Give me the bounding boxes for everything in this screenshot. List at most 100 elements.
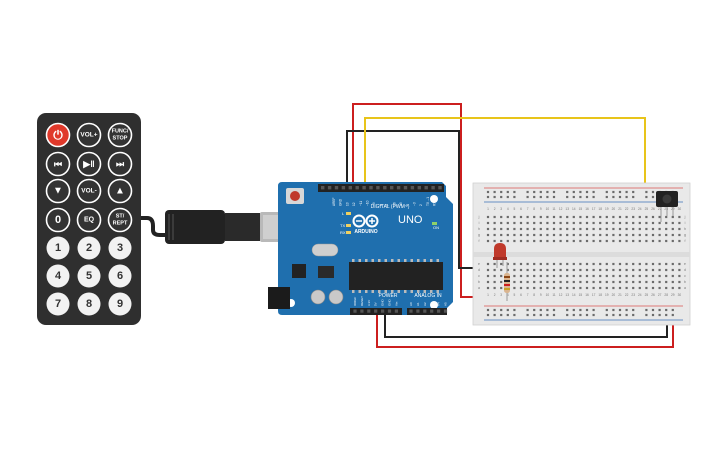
breadboard-hole[interactable] xyxy=(526,195,529,199)
breadboard-hole[interactable] xyxy=(612,286,615,290)
breadboard-hole[interactable] xyxy=(579,313,582,317)
breadboard-hole[interactable] xyxy=(658,280,661,284)
breadboard-hole[interactable] xyxy=(585,190,589,194)
breadboard-hole[interactable] xyxy=(651,308,655,312)
breadboard-hole[interactable] xyxy=(632,190,635,194)
breadboard-hole[interactable] xyxy=(678,233,681,237)
breadboard-hole[interactable] xyxy=(500,308,503,312)
breadboard-hole[interactable] xyxy=(579,227,582,231)
remote-key-digit-6[interactable]: 6 xyxy=(108,264,132,288)
breadboard-hole[interactable] xyxy=(665,262,668,266)
breadboard-hole[interactable] xyxy=(526,313,529,317)
breadboard-hole[interactable] xyxy=(519,274,523,278)
breadboard-hole[interactable] xyxy=(618,239,622,243)
breadboard-hole[interactable] xyxy=(651,274,655,278)
breadboard-hole[interactable] xyxy=(519,286,523,290)
breadboard-hole[interactable] xyxy=(500,195,503,199)
breadboard-hole[interactable] xyxy=(625,195,628,199)
remote-key-vol-down[interactable]: VOL- xyxy=(76,178,102,204)
breadboard-hole[interactable] xyxy=(658,262,661,266)
breadboard-hole[interactable] xyxy=(638,239,641,243)
breadboard-hole[interactable] xyxy=(533,268,536,272)
breadboard-hole[interactable] xyxy=(612,233,615,237)
breadboard-hole[interactable] xyxy=(519,280,523,284)
breadboard-hole[interactable] xyxy=(500,233,503,237)
breadboard-hole[interactable] xyxy=(519,239,523,243)
breadboard-hole[interactable] xyxy=(625,215,628,219)
breadboard-hole[interactable] xyxy=(612,313,615,317)
breadboard-hole[interactable] xyxy=(605,195,608,199)
remote-key-power[interactable]: ⏻ xyxy=(45,122,71,148)
breadboard-hole[interactable] xyxy=(671,227,674,231)
breadboard-hole[interactable] xyxy=(572,233,575,237)
breadboard-hole[interactable] xyxy=(506,313,509,317)
breadboard-hole[interactable] xyxy=(585,286,589,290)
breadboard-hole[interactable] xyxy=(546,308,549,312)
breadboard-hole[interactable] xyxy=(605,227,608,231)
breadboard-hole[interactable] xyxy=(559,239,562,243)
breadboard-hole[interactable] xyxy=(592,239,595,243)
breadboard-hole[interactable] xyxy=(651,268,655,272)
breadboard-hole[interactable] xyxy=(552,221,556,225)
breadboard-hole[interactable] xyxy=(552,274,556,278)
breadboard-hole[interactable] xyxy=(638,268,641,272)
breadboard-hole[interactable] xyxy=(572,190,575,194)
breadboard-hole[interactable] xyxy=(579,221,582,225)
breadboard-hole[interactable] xyxy=(506,268,509,272)
breadboard-hole[interactable] xyxy=(678,215,681,219)
breadboard-hole[interactable] xyxy=(618,308,622,312)
breadboard-hole[interactable] xyxy=(559,280,562,284)
breadboard-hole[interactable] xyxy=(500,221,503,225)
breadboard-hole[interactable] xyxy=(486,280,490,284)
breadboard-hole[interactable] xyxy=(519,233,523,237)
breadboard-hole[interactable] xyxy=(566,274,569,278)
breadboard-hole[interactable] xyxy=(605,215,608,219)
breadboard-hole[interactable] xyxy=(493,221,496,225)
breadboard-hole[interactable] xyxy=(552,190,556,194)
breadboard-hole[interactable] xyxy=(651,286,655,290)
breadboard-hole[interactable] xyxy=(618,227,622,231)
header-pin-socket[interactable] xyxy=(321,186,325,190)
breadboard-hole[interactable] xyxy=(539,227,542,231)
breadboard-hole[interactable] xyxy=(546,268,549,272)
breadboard-hole[interactable] xyxy=(671,239,674,243)
power-pin-socket[interactable] xyxy=(360,309,364,313)
breadboard-hole[interactable] xyxy=(632,195,635,199)
breadboard-hole[interactable] xyxy=(566,215,569,219)
breadboard-hole[interactable] xyxy=(658,215,661,219)
breadboard-hole[interactable] xyxy=(651,195,655,199)
breadboard-hole[interactable] xyxy=(605,239,608,243)
breadboard-hole[interactable] xyxy=(546,227,549,231)
breadboard-hole[interactable] xyxy=(599,262,602,266)
breadboard-hole[interactable] xyxy=(579,239,582,243)
remote-key-eq[interactable]: EQ xyxy=(76,207,102,233)
breadboard-hole[interactable] xyxy=(506,190,509,194)
breadboard-hole[interactable] xyxy=(599,239,602,243)
breadboard-hole[interactable] xyxy=(592,268,595,272)
breadboard-hole[interactable] xyxy=(605,221,608,225)
breadboard-hole[interactable] xyxy=(513,239,516,243)
breadboard-hole[interactable] xyxy=(533,190,536,194)
breadboard-hole[interactable] xyxy=(605,308,608,312)
breadboard-hole[interactable] xyxy=(645,195,648,199)
breadboard-hole[interactable] xyxy=(493,274,496,278)
breadboard-hole[interactable] xyxy=(493,262,496,266)
breadboard-hole[interactable] xyxy=(500,286,503,290)
breadboard-hole[interactable] xyxy=(585,308,589,312)
breadboard-hole[interactable] xyxy=(678,227,681,231)
breadboard-hole[interactable] xyxy=(566,280,569,284)
breadboard-hole[interactable] xyxy=(665,239,668,243)
breadboard-hole[interactable] xyxy=(572,313,575,317)
header-pin-socket[interactable] xyxy=(369,186,373,190)
breadboard-hole[interactable] xyxy=(599,274,602,278)
breadboard-hole[interactable] xyxy=(513,308,516,312)
breadboard-hole[interactable] xyxy=(605,268,608,272)
breadboard-hole[interactable] xyxy=(506,308,509,312)
breadboard-hole[interactable] xyxy=(539,233,542,237)
breadboard-hole[interactable] xyxy=(678,268,681,272)
remote-key-digit-9[interactable]: 9 xyxy=(108,292,132,316)
breadboard-hole[interactable] xyxy=(671,215,674,219)
header-pin-socket[interactable] xyxy=(390,186,394,190)
breadboard-hole[interactable] xyxy=(612,280,615,284)
